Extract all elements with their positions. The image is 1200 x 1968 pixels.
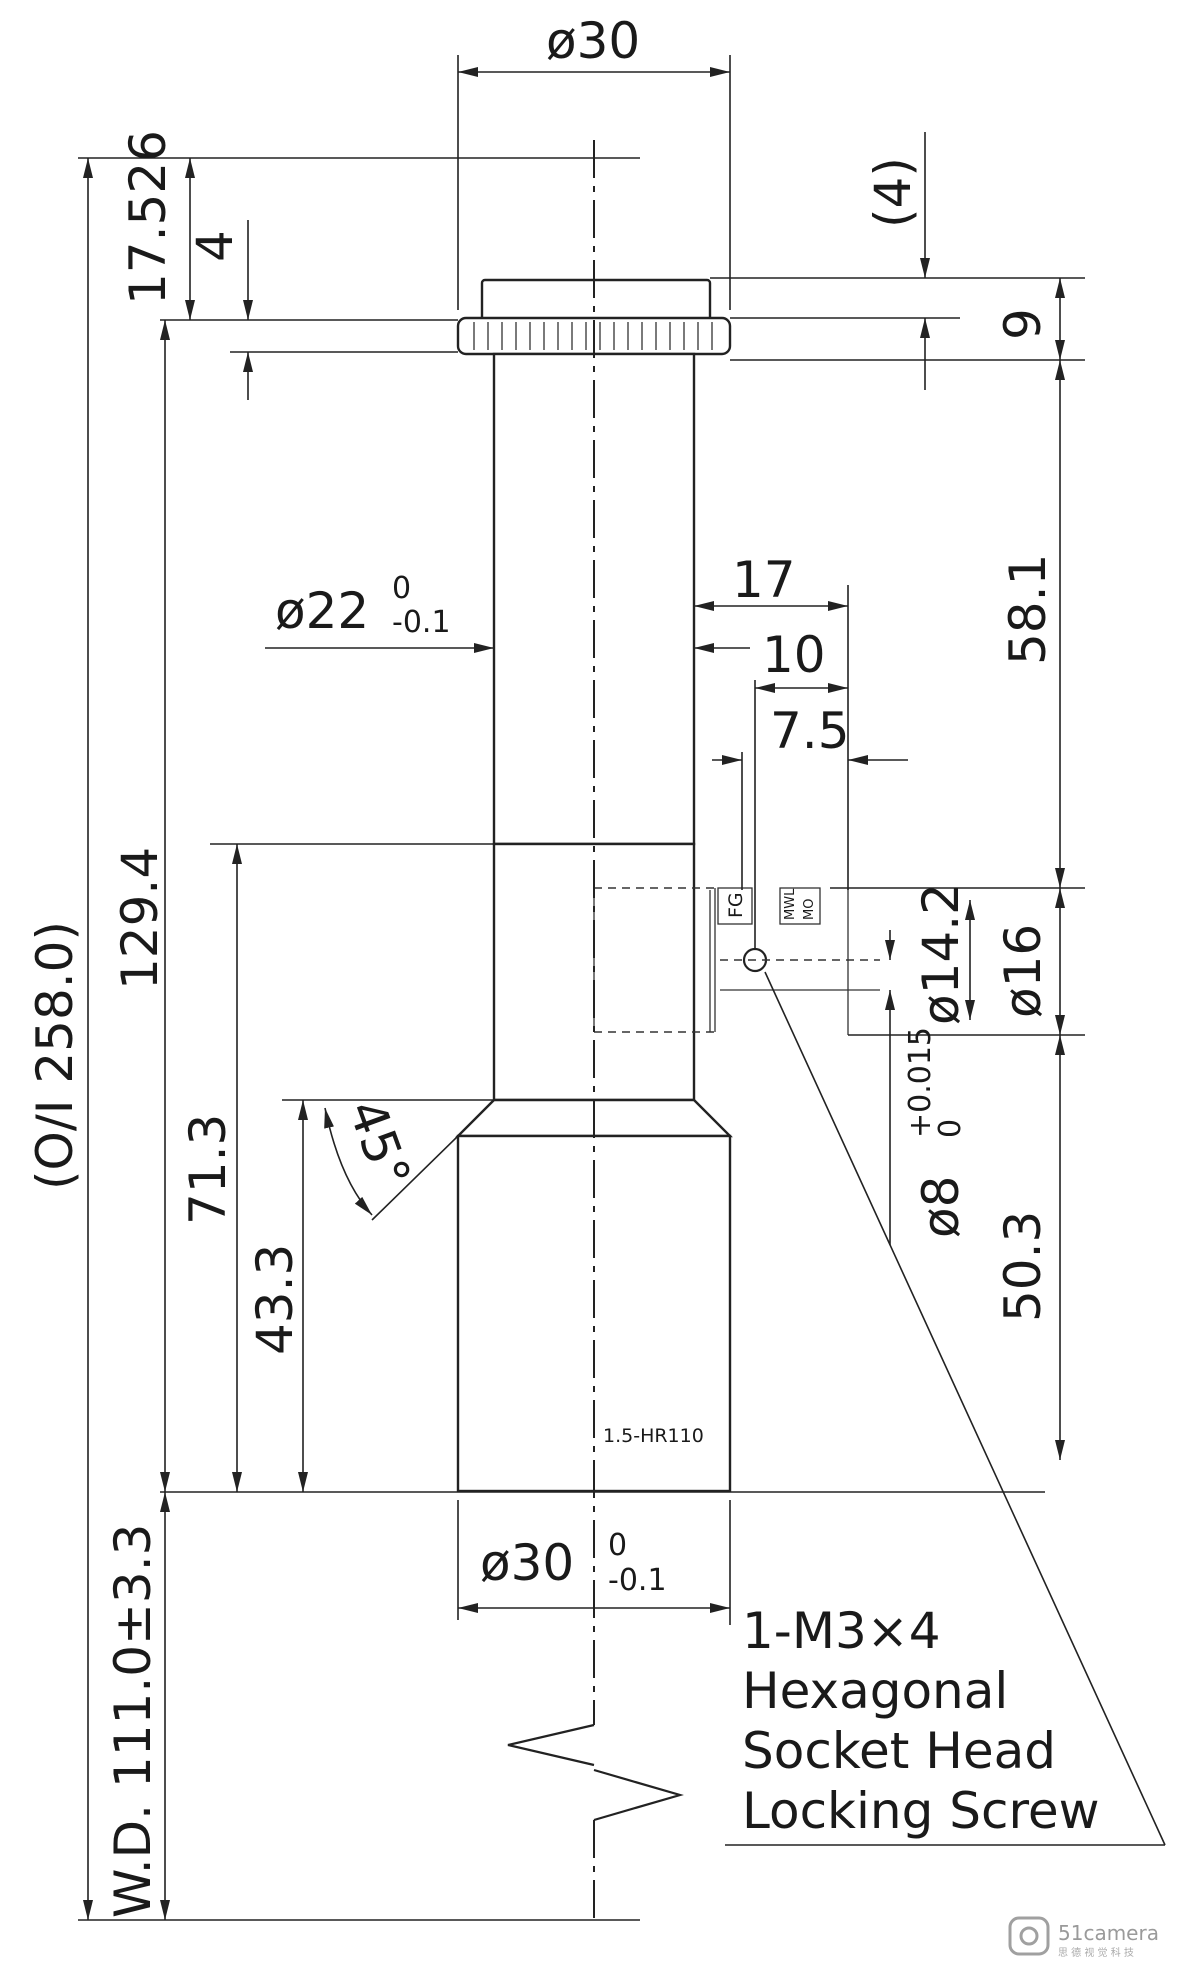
- port-mo-label: MO: [802, 899, 817, 920]
- svg-text:ø8: ø8: [912, 1176, 970, 1238]
- dim-overall-length: (O/I 258.0): [26, 157, 640, 1921]
- dim-lower-length: 43.3: [246, 1099, 494, 1492]
- svg-text:17.526: 17.526: [119, 130, 177, 305]
- svg-text:ø16: ø16: [994, 924, 1052, 1018]
- dim-port-diameters: ø16 ø14.2: [848, 883, 1085, 1036]
- knurl-marks: [473, 322, 713, 350]
- screw-note-line-1: 1-M3×4: [742, 1602, 941, 1660]
- svg-text:10: 10: [762, 626, 826, 684]
- svg-text:思 德 视 觉 科 技: 思 德 视 觉 科 技: [1058, 1946, 1134, 1959]
- dim-body-length: 129.4: [111, 320, 1045, 1493]
- svg-text:-0.1: -0.1: [392, 605, 451, 640]
- svg-text:-0.1: -0.1: [608, 1563, 667, 1598]
- svg-text:ø30: ø30: [546, 12, 640, 70]
- dim-mid-length: 71.3: [179, 843, 494, 1492]
- port-mwl-label: MWL: [783, 888, 798, 920]
- dim-chamfer-angle: 45°: [324, 1092, 459, 1221]
- screw-callout: 1-M3×4 Hexagonal Socket Head Locking Scr…: [725, 971, 1166, 1846]
- dim-bore: ø8 +0.015 0: [885, 930, 970, 1245]
- svg-text:50.3: 50.3: [994, 1211, 1052, 1322]
- lens-top-cap: [480, 278, 712, 322]
- dim-bottom-diameter: ø30 0 -0.1: [457, 1500, 731, 1625]
- svg-text:(O/I 258.0): (O/I 258.0): [26, 921, 84, 1190]
- svg-text:ø30: ø30: [480, 1534, 574, 1592]
- dim-working-distance: W.D. 111.0±3.3: [104, 1492, 170, 1920]
- model-label: 1.5-HR110: [603, 1425, 704, 1447]
- port-mwl-box: [779, 887, 821, 925]
- port-fg-label: FG: [725, 892, 747, 918]
- svg-text:0: 0: [608, 1528, 627, 1563]
- svg-text:17: 17: [732, 551, 796, 609]
- watermark: 51camera 思 德 视 觉 科 技: [1008, 1916, 1159, 1959]
- dim-cap-ring: (4) 9: [710, 132, 1085, 390]
- svg-text:51camera: 51camera: [1058, 1921, 1159, 1945]
- svg-text:7.5: 7.5: [770, 702, 850, 760]
- dim-upper-length: 58.1: [830, 360, 1085, 889]
- svg-text:9: 9: [994, 308, 1052, 340]
- port-fg-box: [717, 887, 753, 925]
- svg-text:ø22: ø22: [275, 582, 369, 640]
- svg-text:0: 0: [392, 571, 411, 606]
- dim-flange-offset: 17.526 4: [119, 130, 458, 400]
- svg-text:+0.015: +0.015: [903, 1027, 938, 1138]
- screw-note-line-4: Locking Screw: [742, 1782, 1100, 1840]
- dim-barrel-diameter: ø22 0 -0.1: [265, 571, 750, 653]
- svg-text:43.3: 43.3: [246, 1244, 304, 1355]
- svg-text:58.1: 58.1: [999, 554, 1057, 665]
- svg-text:W.D. 111.0±3.3: W.D. 111.0±3.3: [104, 1524, 162, 1918]
- break-symbol: [507, 1723, 595, 1767]
- dim-side-offsets: 17 10 7.5: [694, 551, 908, 950]
- svg-text:45°: 45°: [337, 1092, 422, 1195]
- svg-text:129.4: 129.4: [111, 847, 169, 990]
- screw-note-line-3: Socket Head: [742, 1722, 1056, 1780]
- svg-text:0: 0: [933, 1119, 968, 1138]
- svg-text:4: 4: [186, 230, 244, 262]
- screw-note-line-2: Hexagonal: [742, 1662, 1008, 1720]
- svg-text:ø14.2: ø14.2: [912, 883, 970, 1025]
- dim-lower-offset: 50.3: [994, 1035, 1065, 1460]
- svg-text:71.3: 71.3: [179, 1114, 237, 1225]
- dim-top-diameter: ø30: [457, 12, 731, 310]
- svg-text:(4): (4): [864, 157, 922, 228]
- side-port: FG MWL MO: [593, 887, 880, 1035]
- watermark-logo-icon: [1008, 1916, 1050, 1956]
